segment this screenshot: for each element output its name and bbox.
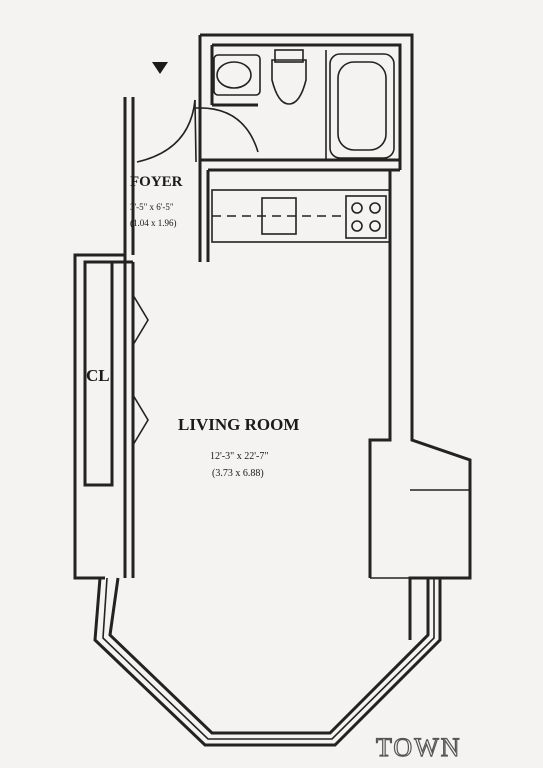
- foyer-dim-metric: (1.04 x 1.96): [130, 218, 177, 228]
- living-room-label: LIVING ROOM: [178, 415, 299, 434]
- foyer-dim-imperial: 3'-5" x 6'-5": [130, 202, 174, 212]
- outer-walls: [198, 33, 472, 640]
- closet-label: CL: [86, 366, 110, 385]
- closet: [73, 253, 149, 580]
- living-room-dim-imperial: 12'-3" x 22'-7": [210, 451, 268, 462]
- foyer-label: FOYER: [130, 174, 183, 190]
- entry-arrow-icon: [152, 62, 168, 74]
- living-room-dim-metric: (3.73 x 6.88): [212, 468, 264, 479]
- foyer: [123, 97, 259, 262]
- kitchen: [211, 189, 391, 243]
- bathroom: [213, 49, 395, 160]
- bay-window: [93, 577, 442, 747]
- town-logo: TOWN: [376, 733, 462, 762]
